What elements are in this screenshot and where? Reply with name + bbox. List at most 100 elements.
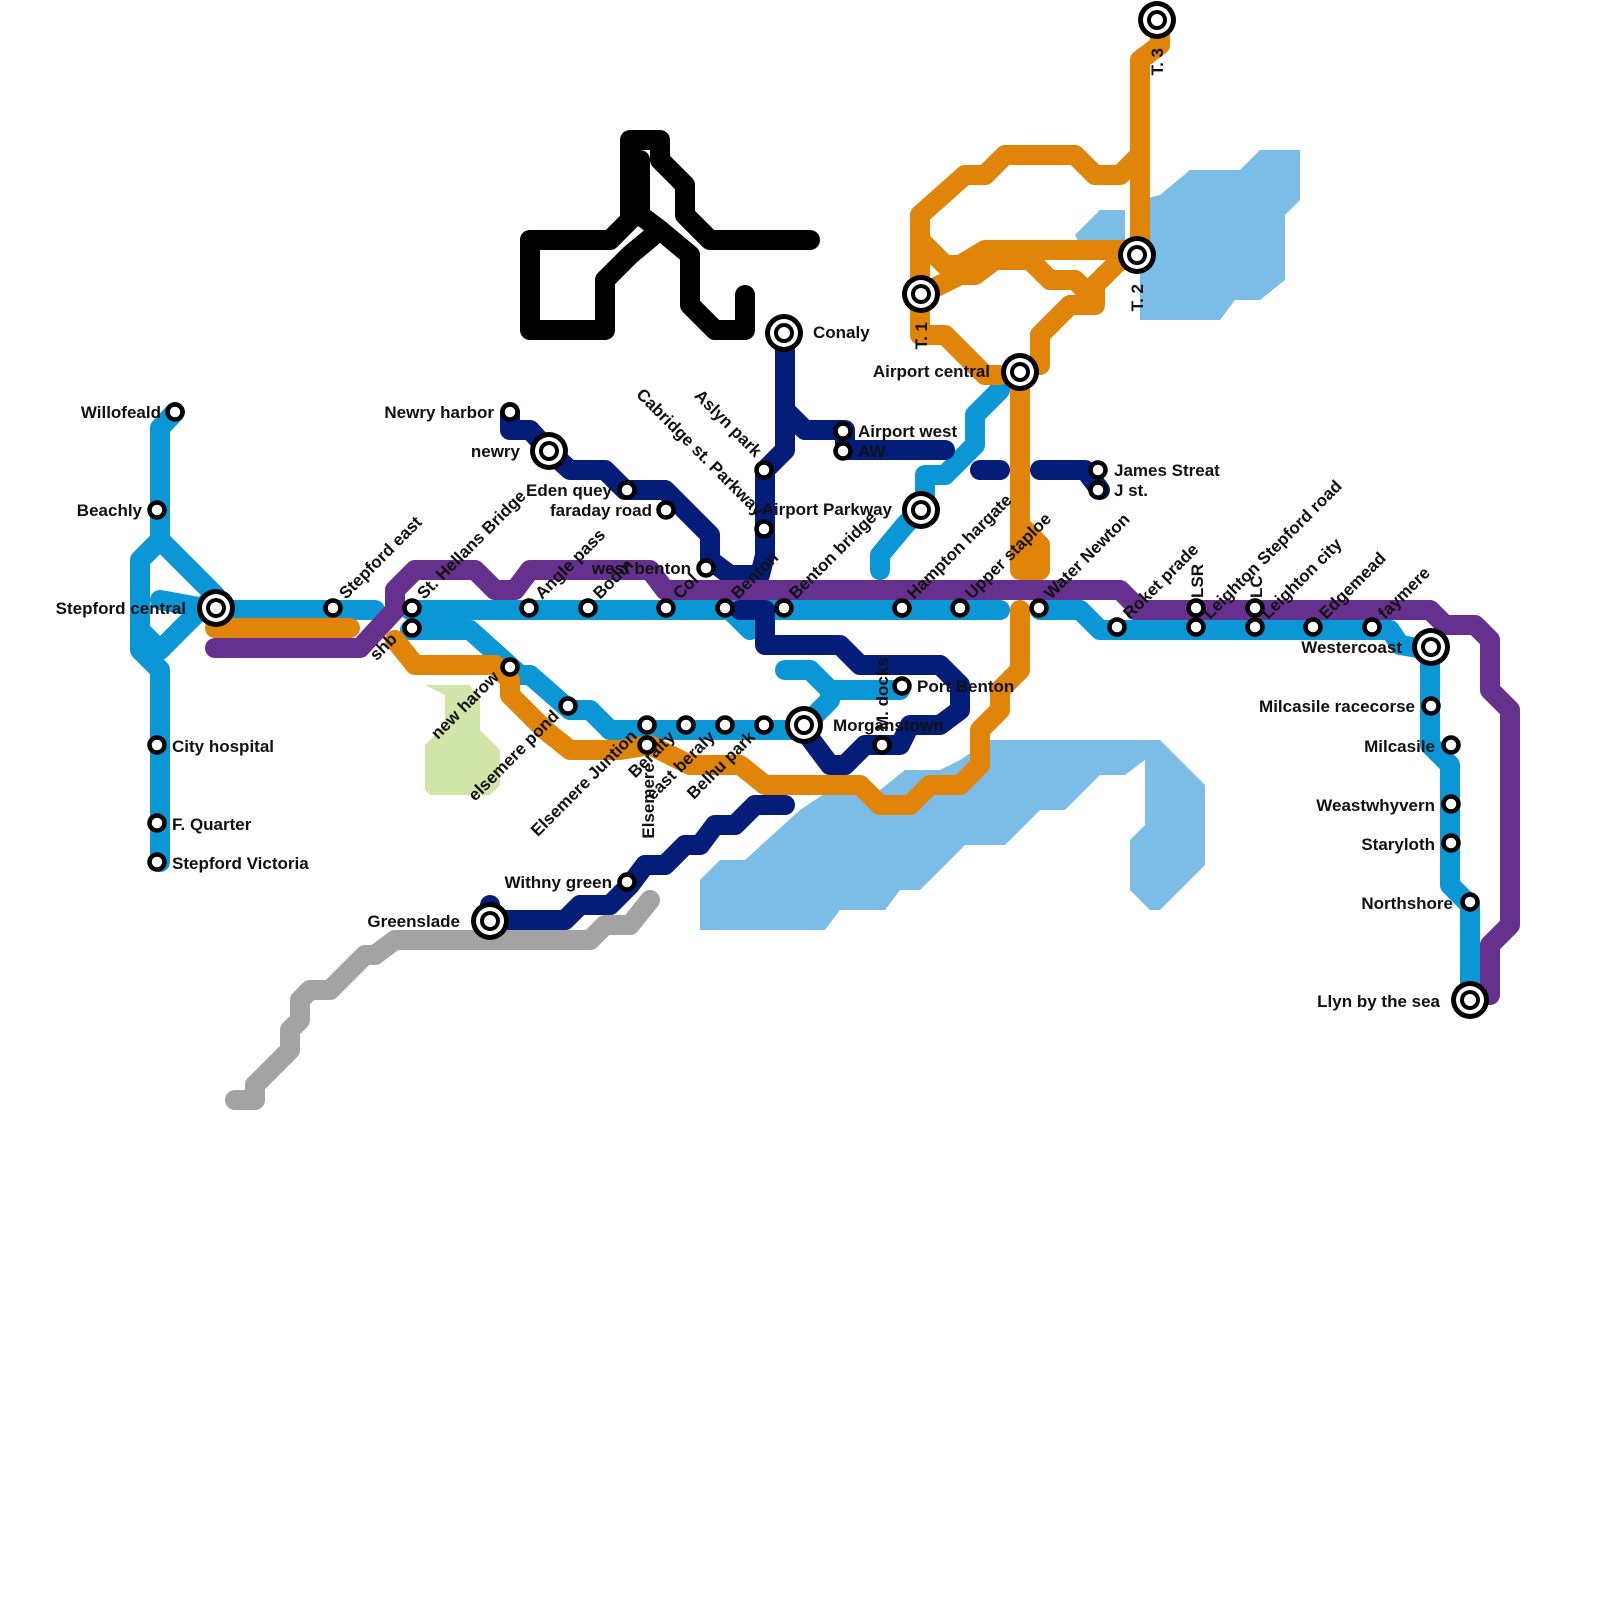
interchange-llyn-by-the-sea <box>1451 981 1489 1019</box>
station-port-benton <box>892 676 912 696</box>
station-lsr <box>1186 598 1206 618</box>
interchange-stepford-central <box>197 589 235 627</box>
park-area <box>425 685 500 795</box>
station-east-beraly <box>715 715 735 735</box>
station-aw <box>833 441 853 461</box>
water-area-east <box>1140 150 1300 320</box>
station-new-harow <box>500 657 520 677</box>
label-lsr: LSR <box>1188 564 1207 598</box>
label-james-streat: James Streat <box>1114 461 1220 480</box>
interchange-t1 <box>902 275 940 313</box>
label-eden-quey: Eden quey <box>526 481 613 500</box>
station-faraday-road <box>656 500 676 520</box>
interchange-airport-central <box>1001 353 1039 391</box>
station-leighton-stepford-road <box>1186 617 1206 637</box>
station-elsemere-pond <box>558 696 578 716</box>
station-james-streat <box>1088 460 1108 480</box>
station-weastwhyvern <box>1441 794 1461 814</box>
unnamed-grey-line <box>225 890 660 1110</box>
station-west-benton <box>696 558 716 578</box>
station-elsemere-juntion <box>637 715 657 735</box>
station-shb <box>402 618 422 638</box>
label-t3: T. 3 <box>1148 48 1167 75</box>
label-beachly: Beachly <box>77 501 143 520</box>
interchange-t2 <box>1118 236 1156 274</box>
interchange-morganstown <box>785 706 823 744</box>
station-col <box>656 598 676 618</box>
station-milcasile-racecorse <box>1421 696 1441 716</box>
station-water-newton <box>1029 598 1049 618</box>
station-benton <box>715 598 735 618</box>
label-city-hospital: City hospital <box>172 737 274 756</box>
station-leighton-city <box>1245 617 1265 637</box>
water-areas <box>700 150 1300 930</box>
label-m-docks: M. docks <box>873 657 892 730</box>
label-elsemere: Elsemere <box>639 763 658 839</box>
water-area-bay <box>700 740 1205 930</box>
station-milcasile <box>1441 735 1461 755</box>
interchange-newry <box>530 432 568 470</box>
station-roket-prade <box>1107 617 1127 637</box>
label-withny-green: Withny green <box>504 873 612 892</box>
station-staryloth <box>1441 833 1461 853</box>
label-milcasile-racecorse: Milcasile racecorse <box>1259 697 1415 716</box>
station-eden-quey <box>617 480 637 500</box>
station-stepford-victoria <box>147 852 167 872</box>
station-angle-pass <box>519 598 539 618</box>
station-j-st <box>1088 480 1108 500</box>
station-belhu-park <box>754 715 774 735</box>
interchange-greenslade <box>471 902 509 940</box>
label-j-st: J st. <box>1114 481 1148 500</box>
black-line-logo <box>520 130 820 340</box>
label-stepford-victoria: Stepford Victoria <box>172 854 309 873</box>
station-aslyn-park <box>754 460 774 480</box>
label-f-quarter: F. Quarter <box>172 815 252 834</box>
station-withny-green <box>617 872 637 892</box>
label-t1: T. 1 <box>912 322 931 349</box>
station-city-hospital <box>147 735 167 755</box>
label-staryloth: Staryloth <box>1361 835 1435 854</box>
label-stepford-central: Stepford central <box>56 599 186 618</box>
station-bodin <box>578 598 598 618</box>
label-northshore: Northshore <box>1361 894 1453 913</box>
label-airport-west: Airport west <box>858 422 958 441</box>
station-elsemere <box>637 735 657 755</box>
interchange-westercoast <box>1412 628 1450 666</box>
station-lc <box>1245 598 1265 618</box>
station-beralty <box>676 715 696 735</box>
station-willofeald <box>165 402 185 422</box>
label-t2: T. 2 <box>1128 284 1147 311</box>
label-lc: LC <box>1247 575 1266 598</box>
label-conaly: Conaly <box>813 323 870 342</box>
station-m-docks <box>872 735 892 755</box>
label-llyn-by-the-sea: Llyn by the sea <box>1317 992 1440 1011</box>
station-cabridge-st-parkway <box>754 519 774 539</box>
label-west-benton: west benton <box>591 559 691 578</box>
label-newry: newry <box>471 442 521 461</box>
station-edgemead <box>1303 617 1323 637</box>
label-port-benton: Port Benton <box>917 677 1014 696</box>
label-airport-parkway: Airport Parkway <box>762 500 893 519</box>
station-airport-west <box>833 421 853 441</box>
label-westercoast: Westercoast <box>1301 638 1402 657</box>
station-markers <box>147 1 1489 1019</box>
label-weastwhyvern: Weastwhyvern <box>1316 796 1435 815</box>
station-st-hellans-bridge <box>402 598 422 618</box>
station-hampton-hargate <box>892 598 912 618</box>
interchange-t3 <box>1138 1 1176 39</box>
label-faraday-road: faraday road <box>550 501 652 520</box>
water-area-inlet <box>1075 210 1125 245</box>
station-northshore <box>1460 892 1480 912</box>
label-airport-central: Airport central <box>873 362 990 381</box>
interchange-conaly <box>765 314 803 352</box>
label-willofeald: Willofeald <box>81 403 161 422</box>
purple-line <box>205 560 1520 1005</box>
label-newry-harbor: Newry harbor <box>384 403 494 422</box>
station-faymere <box>1362 617 1382 637</box>
station-upper-staploe <box>950 598 970 618</box>
station-f-quarter <box>147 813 167 833</box>
station-stepford-east <box>323 598 343 618</box>
station-beachly <box>147 500 167 520</box>
label-greenslade: Greenslade <box>367 912 460 931</box>
